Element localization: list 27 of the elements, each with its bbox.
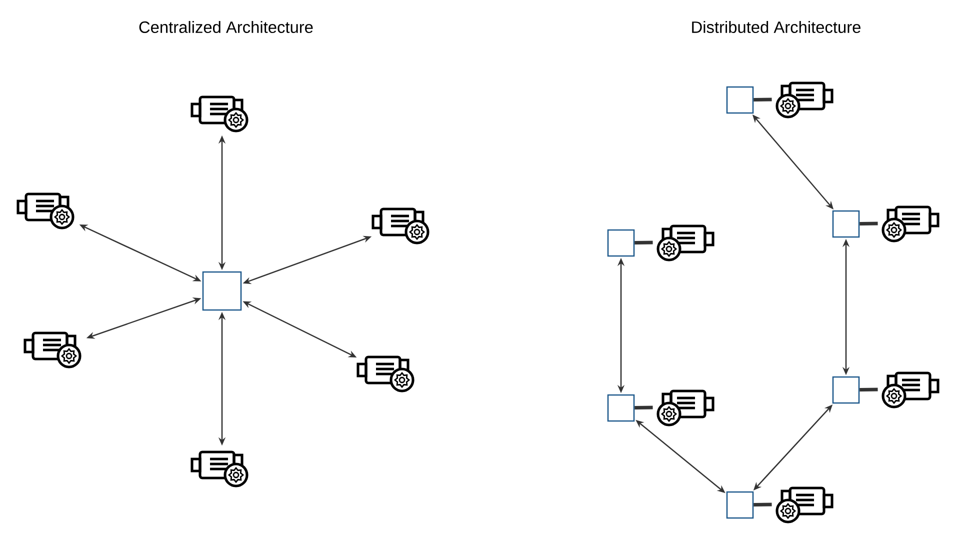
title: Centralized Architecture [139, 20, 313, 34]
motor-drawing [190, 96, 248, 132]
controller-box [832, 210, 860, 238]
connector-line [754, 502, 772, 507]
motor-drawing [16, 192, 74, 230]
connector-line [860, 222, 878, 226]
controller-box [726, 86, 754, 114]
motor-drawing [190, 450, 248, 488]
controller-box [726, 491, 754, 519]
connector-line [634, 406, 653, 410]
connector-line [860, 388, 878, 392]
motor-drawing [24, 332, 82, 368]
connector-line [634, 240, 653, 245]
motor-drawing [776, 486, 834, 524]
motor-drawing [776, 82, 834, 118]
controller-box [832, 376, 860, 404]
controller-box [607, 394, 635, 422]
title: Distributed Architecture [692, 20, 860, 34]
motor-drawing [372, 208, 430, 244]
controller-box [202, 271, 242, 311]
motor-drawing [356, 356, 414, 392]
motor-drawing [656, 224, 714, 262]
motor-drawing [656, 390, 714, 426]
motor-drawing [882, 372, 940, 408]
connector-line [754, 98, 772, 102]
controller-box [607, 229, 635, 257]
motor-drawing [882, 206, 940, 242]
